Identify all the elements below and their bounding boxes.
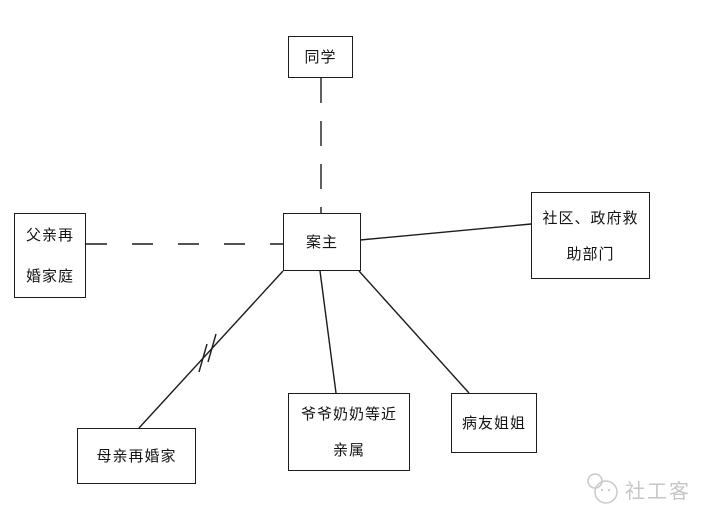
node-patient-sister: 病友姐姐 [451,393,537,453]
node-father-remarried-family: 父亲再 婚家庭 [14,213,86,298]
node-community: 社区、政府救 助部门 [531,192,650,279]
watermark: 社工客 [585,471,691,507]
watermark-brand-text: 社工客 [625,478,691,503]
edge-client-community-solid [359,223,532,241]
node-father-label-line1: 父亲再 [25,226,74,244]
edge-client-patient_sister-solid [358,270,470,394]
node-classmate-label: 同学 [304,48,337,66]
node-grandparents-relatives: 爷爷奶奶等近 亲属 [288,393,410,471]
node-mother-label: 母亲再婚家 [96,447,177,465]
node-community-label-line1: 社区、政府救 [542,208,639,227]
edge-client-grandparents-solid [319,270,337,394]
node-mother-remarried-family: 母亲再婚家 [77,428,196,484]
edge-client-mother-solid [138,270,284,429]
node-client: 案主 [283,213,361,271]
node-community-label-line2: 助部门 [566,244,615,263]
node-father-label-line2: 婚家庭 [25,267,74,285]
hatch-mark-1 [207,333,217,363]
hatch-mark-2 [198,343,208,373]
node-classmate: 同学 [288,36,353,78]
node-grandparents-label-line1: 爷爷奶奶等近 [300,405,397,423]
node-patient-sister-label: 病友姐姐 [461,414,526,432]
node-grandparents-label-line2: 亲属 [332,441,365,459]
shegongke-logo-icon [587,473,618,504]
node-client-label: 案主 [305,233,338,251]
